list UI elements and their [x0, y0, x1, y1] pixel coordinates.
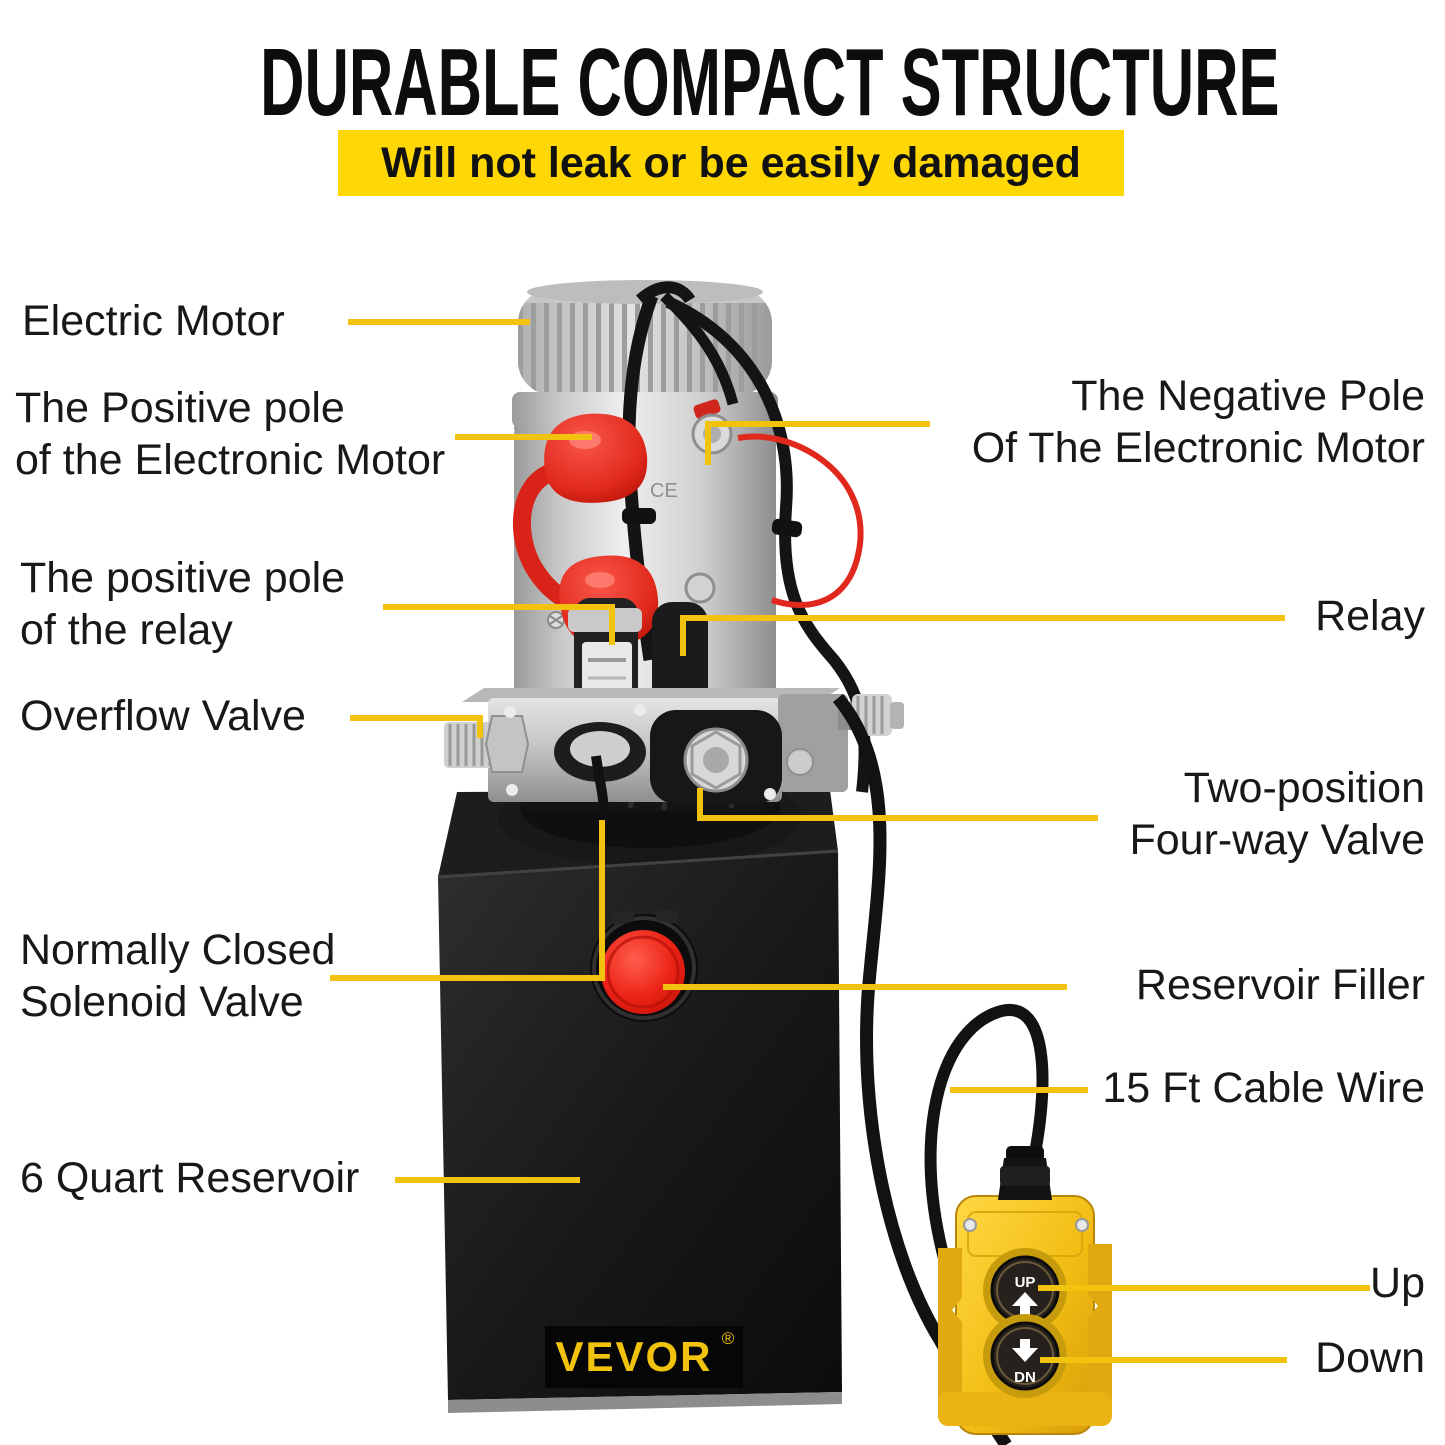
registered-mark: ® [722, 1329, 735, 1348]
up-arrow-icon [1012, 1292, 1038, 1315]
down-button-text: DN [1014, 1369, 1036, 1386]
filler-cap-red [601, 930, 685, 1014]
red-relay-wire [737, 433, 864, 608]
reservoir-filler-cap [590, 908, 698, 1022]
page-title: DURABLE COMPACT STRUCTURE [260, 29, 1280, 136]
brand-label [545, 1326, 743, 1388]
callout-line-relay [680, 615, 1285, 656]
up-button-text: UP [1015, 1274, 1036, 1291]
remote-screw [963, 1218, 977, 1232]
callout-label-negative-pole-motor: The Negative Pole Of The Electronic Moto… [971, 372, 1425, 472]
positive-boot-upper [544, 413, 648, 503]
callout-label-positive-pole-motor: The Positive pole of the Electronic Moto… [15, 384, 446, 484]
callout-label-electric-motor: Electric Motor [22, 297, 285, 345]
callout-line-two-position [697, 788, 1098, 821]
brand-logo-text: VEVOR [555, 1333, 712, 1380]
callout-label-positive-pole-relay: The positive pole of the relay [20, 554, 346, 654]
callout-label-relay: Relay [1315, 592, 1425, 640]
down-button: DN [983, 1314, 1067, 1398]
cable-gland [998, 1146, 1052, 1200]
callout-label-reservoir-filler: Reservoir Filler [1135, 961, 1425, 1009]
red-cable [512, 463, 583, 613]
ce-marking: CE [650, 480, 678, 502]
up-button: UP [983, 1248, 1067, 1332]
callout-label-nc-solenoid-valve: Normally Closed Solenoid Valve [20, 926, 336, 1026]
callout-label-six-quart-reservoir: 6 Quart Reservoir [20, 1154, 360, 1202]
tank-bottom-edge [448, 1392, 842, 1413]
callout-label-two-position-valve: Two-position Four-way Valve [1129, 764, 1425, 864]
subtitle-banner: Will not leak or be easily damaged [338, 130, 1124, 196]
callout-label-overflow-valve: Overflow Valve [20, 692, 306, 740]
valve-block [444, 688, 904, 819]
remote-screw [1075, 1218, 1089, 1232]
callout-label-up: Up [1370, 1259, 1425, 1307]
callout-line-positive-pole-relay [383, 604, 615, 645]
callout-label-cable-wire: 15 Ft Cable Wire [1102, 1064, 1425, 1112]
callout-line-negative-pole [705, 421, 930, 465]
callout-label-down: Down [1315, 1334, 1425, 1382]
callout-line-nc-solenoid [330, 820, 605, 981]
down-arrow-icon [1012, 1339, 1038, 1362]
callout-lines [330, 319, 1370, 1363]
overflow-valve-fitting [444, 715, 530, 773]
four-way-valve [650, 710, 782, 804]
callout-line-overflow-valve [350, 715, 483, 738]
